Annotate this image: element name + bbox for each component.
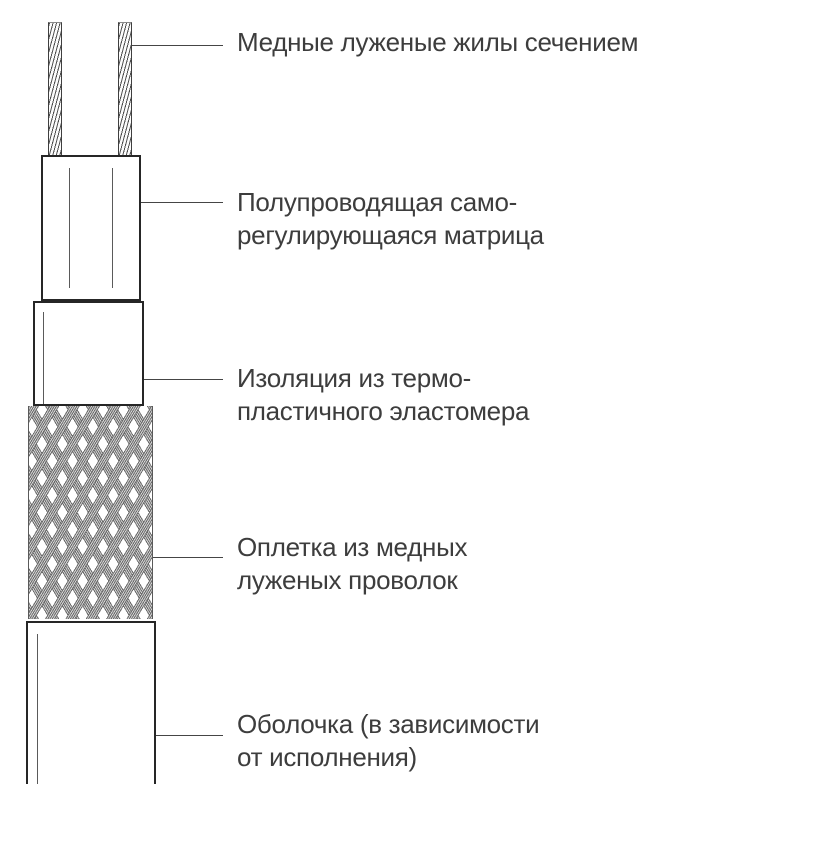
leader-line-braid <box>153 557 223 558</box>
label-braid-line2: луженых проволок <box>237 565 458 595</box>
copper-wire-braid-layer <box>28 406 153 619</box>
leader-line-insulation <box>144 379 223 380</box>
insulation-highlight-line <box>43 312 44 404</box>
label-matrix: Полупроводящая само- регулирующаяся матр… <box>237 186 544 252</box>
label-conductors-line1: Медные луженые жилы сечением <box>237 27 639 57</box>
label-braid: Оплетка из медных луженых проволок <box>237 531 467 597</box>
outer-sheath-layer <box>26 621 156 784</box>
copper-tinned-conductor-right <box>118 22 132 156</box>
leader-line-matrix <box>141 202 223 203</box>
self-regulating-matrix-layer <box>41 155 141 301</box>
label-insulation: Изоляция из термо- пластичного эластомер… <box>237 362 529 428</box>
label-matrix-line1: Полупроводящая само- <box>237 187 518 217</box>
label-sheath: Оболочка (в зависимости от исполнения) <box>237 708 540 774</box>
leader-line-sheath <box>156 735 223 736</box>
matrix-inner-line-right <box>112 168 113 288</box>
label-sheath-line2: от исполнения) <box>237 742 417 772</box>
label-matrix-line2: регулирующаяся матрица <box>237 220 544 250</box>
label-insulation-line2: пластичного эластомера <box>237 396 530 426</box>
sheath-highlight-line <box>37 634 38 784</box>
label-sheath-line1: Оболочка (в зависимости <box>237 709 540 739</box>
label-insulation-line1: Изоляция из термо- <box>237 363 471 393</box>
matrix-inner-line-left <box>69 168 70 288</box>
leader-line-conductors <box>132 45 223 46</box>
thermoplastic-insulation-layer <box>33 301 144 406</box>
label-conductors: Медные луженые жилы сечением <box>237 26 639 59</box>
copper-tinned-conductor-left <box>48 22 62 156</box>
label-braid-line1: Оплетка из медных <box>237 532 468 562</box>
